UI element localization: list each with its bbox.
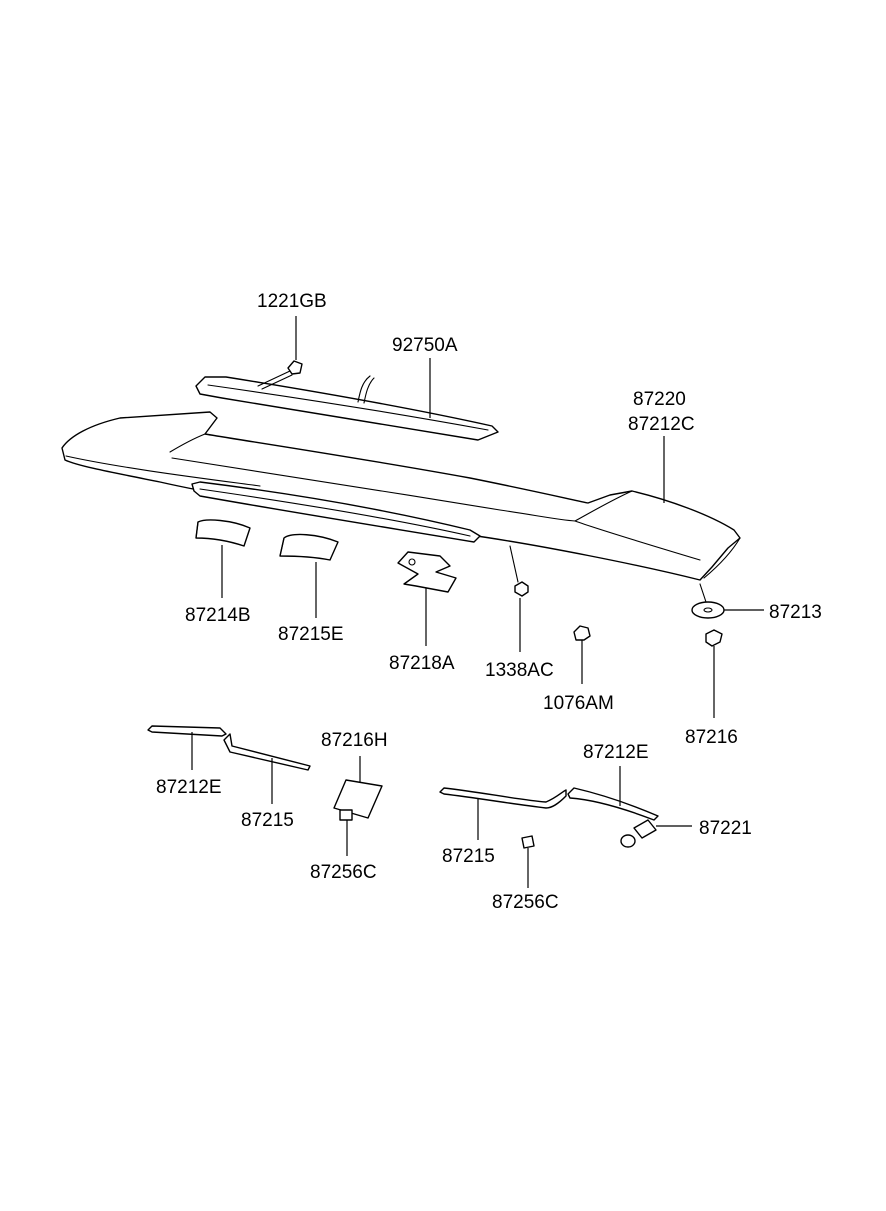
seal-left-bottom <box>223 733 311 771</box>
pad-square <box>333 779 383 819</box>
pad-mid <box>279 533 339 561</box>
callout-87212E-left: 87212E <box>156 777 222 798</box>
callout-87213: 87213 <box>769 602 822 623</box>
callout-87212E-right: 87212E <box>583 742 649 763</box>
clip-square-right <box>521 835 535 849</box>
seal-right-top <box>567 787 659 821</box>
callout-87216: 87216 <box>685 727 738 748</box>
callout-87256C-right: 87256C <box>492 892 559 913</box>
nut <box>509 545 529 597</box>
leader-lines <box>191 316 764 888</box>
callout-87218A: 87218A <box>389 653 455 674</box>
callout-87256C-left: 87256C <box>310 862 377 883</box>
clip-square-left <box>339 809 353 821</box>
callout-87212C: 87212C <box>628 414 695 435</box>
callout-87215-left: 87215 <box>241 810 294 831</box>
rear-spoiler <box>61 411 741 581</box>
callout-87216H: 87216H <box>321 730 388 751</box>
callout-1338AC: 1338AC <box>485 660 554 681</box>
bolt <box>257 360 303 390</box>
grommet <box>705 629 723 647</box>
callout-87214B: 87214B <box>185 605 251 626</box>
pad-left <box>195 519 251 547</box>
callout-87220: 87220 <box>633 389 686 410</box>
stop-lamp <box>195 375 499 441</box>
callout-1221GB: 1221GB <box>257 291 327 312</box>
callout-87215E: 87215E <box>278 624 344 645</box>
seal-right-bottom <box>439 787 567 809</box>
cap <box>620 819 657 848</box>
washer <box>691 583 725 619</box>
clip-small <box>573 625 591 641</box>
callout-92750A: 92750A <box>392 335 458 356</box>
bracket <box>397 551 457 593</box>
callout-1076AM: 1076AM <box>543 693 614 714</box>
callout-87221: 87221 <box>699 818 752 839</box>
seal-left-top <box>147 725 227 737</box>
callout-87215-right: 87215 <box>442 846 495 867</box>
